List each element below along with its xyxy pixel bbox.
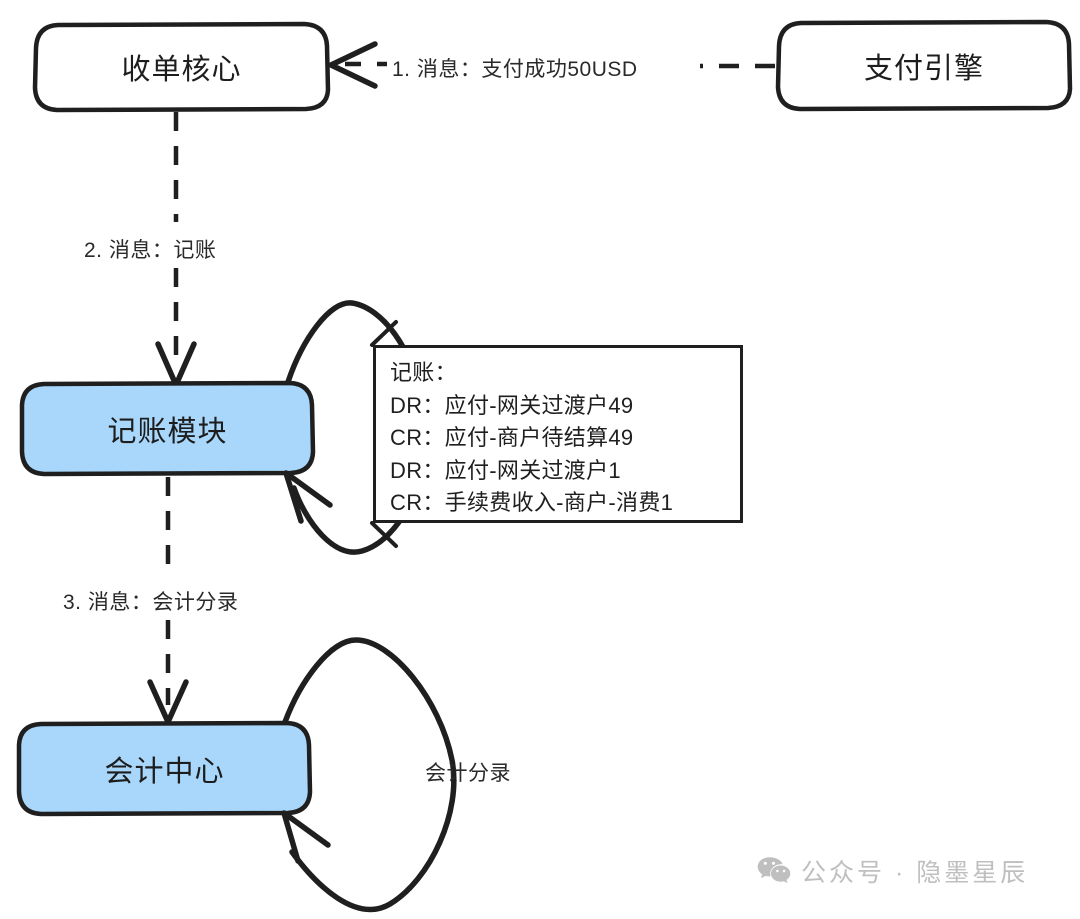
note-connector <box>370 320 398 548</box>
bookkeeping-note-lines: 记账： DR：应付-网关过渡户49 CR：应付-商户待结算49 DR：应付-网关… <box>390 357 734 520</box>
edge-1-label: 1. 消息：支付成功50USD <box>387 53 643 83</box>
note-line: 记账： <box>390 360 457 385</box>
node-acquiring-core-shape <box>32 21 331 113</box>
watermark: 公众号 · 隐墨星辰 <box>757 853 1028 889</box>
edge-self-accounting-path <box>282 637 457 913</box>
note-line: DR：应付-网关过渡户49 <box>390 392 634 418</box>
edge-2-label: 2. 消息：记账 <box>79 234 222 264</box>
edge-self-accounting-arrowhead <box>281 810 331 864</box>
wechat-icon-glyph <box>757 857 791 884</box>
node-payment-engine[interactable] <box>775 19 1073 112</box>
edge-1-arrowhead <box>328 41 378 89</box>
edge-self-accounting-label: 会计分录 <box>425 762 511 785</box>
bookkeeping-note: 记账： DR：应付-网关过渡户49 CR：应付-商户待结算49 DR：应付-网关… <box>373 345 743 523</box>
watermark-text: 公众号 · 隐墨星辰 <box>801 859 1029 887</box>
node-bookkeeping-module[interactable] <box>19 380 316 477</box>
edge-self-bookkeeping-arrowhead <box>283 470 333 524</box>
node-accounting-center[interactable] <box>16 720 313 817</box>
node-bookkeeping-module-shape <box>19 380 316 477</box>
wechat-icon <box>757 856 791 886</box>
edge-self-accounting-connector <box>281 637 457 913</box>
node-payment-engine-shape <box>775 19 1073 112</box>
note-line: DR：应付-网关过渡户1 <box>390 457 621 483</box>
note-connector-bottom <box>370 521 398 548</box>
note-connector-top <box>370 320 398 347</box>
note-line: CR：手续费收入-商户-消费1 <box>390 490 674 515</box>
note-line: CR：应付-商户待结算49 <box>390 425 634 450</box>
node-acquiring-core[interactable] <box>32 21 331 113</box>
edge-3-label: 3. 消息：会计分录 <box>58 586 244 616</box>
node-accounting-center-shape <box>16 720 313 817</box>
